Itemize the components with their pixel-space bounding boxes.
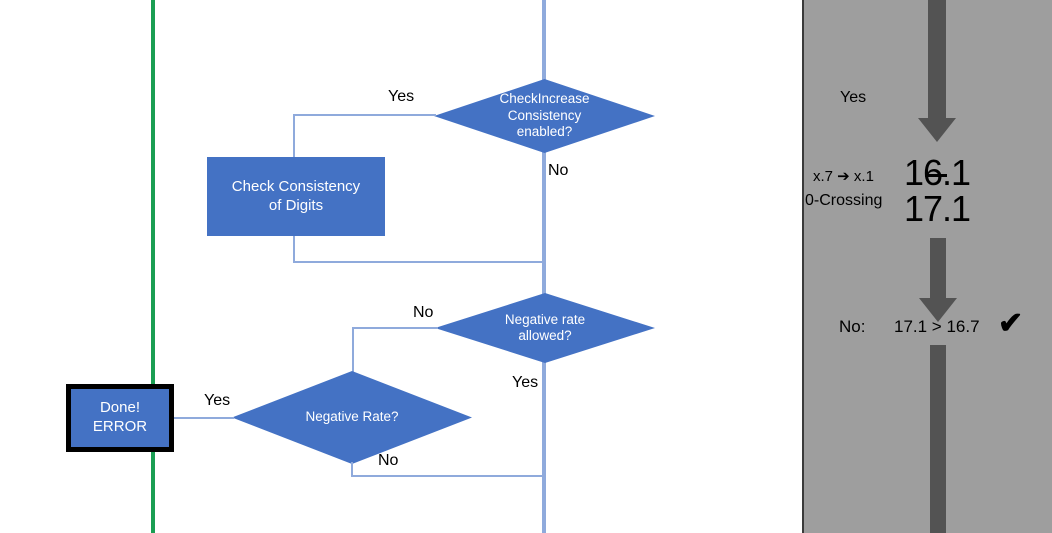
edge-neg-allowed-no-vertical (352, 327, 354, 372)
edge-done-error-yes (174, 417, 234, 419)
panel-value-struck: 16.1 (904, 152, 1052, 194)
panel-arrow-3-shaft (930, 345, 946, 533)
terminal-done-error-label: Done! ERROR (92, 399, 148, 435)
edge-label-negative-rate-no: No (378, 452, 399, 469)
process-check-consistency-of-digits[interactable]: Check Consistency of Digits (207, 157, 385, 236)
edge-check-increase-yes-horizontal (293, 114, 436, 116)
edge-label-check-increase-no: No (548, 162, 569, 179)
process-check-consistency-label: Check Consistency of Digits (231, 177, 361, 214)
green-divider-line (151, 0, 155, 533)
panel-label-yes: Yes (840, 89, 867, 106)
edge-label-done-error-yes: Yes (204, 392, 231, 409)
edge-negative-rate-no-vertical (351, 462, 353, 477)
edge-label-neg-allowed-no: No (413, 304, 434, 321)
terminal-done-error[interactable]: Done! ERROR (66, 384, 174, 452)
panel-arrow-1-head (918, 118, 956, 142)
panel-value-result: 17.1 (904, 188, 971, 229)
panel-value-struck-text: 16.1 (904, 152, 971, 193)
decision-negative-rate[interactable]: Negative Rate? (232, 371, 472, 464)
decision-negative-rate-label: Negative Rate? (305, 409, 399, 425)
panel-annotation-line-2: 0-Crossing (805, 192, 883, 209)
panel-arrow-1-shaft (928, 0, 946, 120)
spine-lower-segment (542, 360, 546, 533)
decision-negative-rate-allowed[interactable]: Negative rate allowed? (435, 293, 655, 363)
edge-negative-rate-no-horizontal (351, 475, 544, 477)
edge-neg-allowed-no-horizontal (352, 327, 438, 329)
decision-check-increase-label: CheckIncrease Consistency enabled? (499, 91, 590, 140)
annotation-panel: Yes x.7 ➔ x.1 0-Crossing 16.1 17.1 No: 1… (802, 0, 1052, 533)
panel-arrow-2-shaft (930, 238, 946, 300)
edge-consistency-return-horizontal (293, 261, 544, 263)
edge-label-check-increase-yes: Yes (388, 88, 415, 105)
decision-negative-rate-allowed-label: Negative rate allowed? (504, 311, 586, 343)
spine-top-segment (542, 0, 546, 80)
edge-label-neg-allowed-yes: Yes (512, 374, 539, 391)
edge-check-increase-yes-vertical (293, 114, 295, 159)
spine-mid-segment (542, 152, 546, 295)
decision-check-increase-consistency[interactable]: CheckIncrease Consistency enabled? (434, 79, 655, 153)
panel-annotation-line-1: x.7 ➔ x.1 (813, 168, 874, 185)
panel-verdict-check-icon: ✔ (998, 307, 1024, 340)
panel-verdict-comparison: 17.1 > 16.7 (894, 317, 980, 336)
panel-verdict-label: No: (839, 317, 866, 336)
edge-consistency-return-vertical (293, 236, 295, 262)
panel-arrow-2-head (919, 298, 957, 322)
